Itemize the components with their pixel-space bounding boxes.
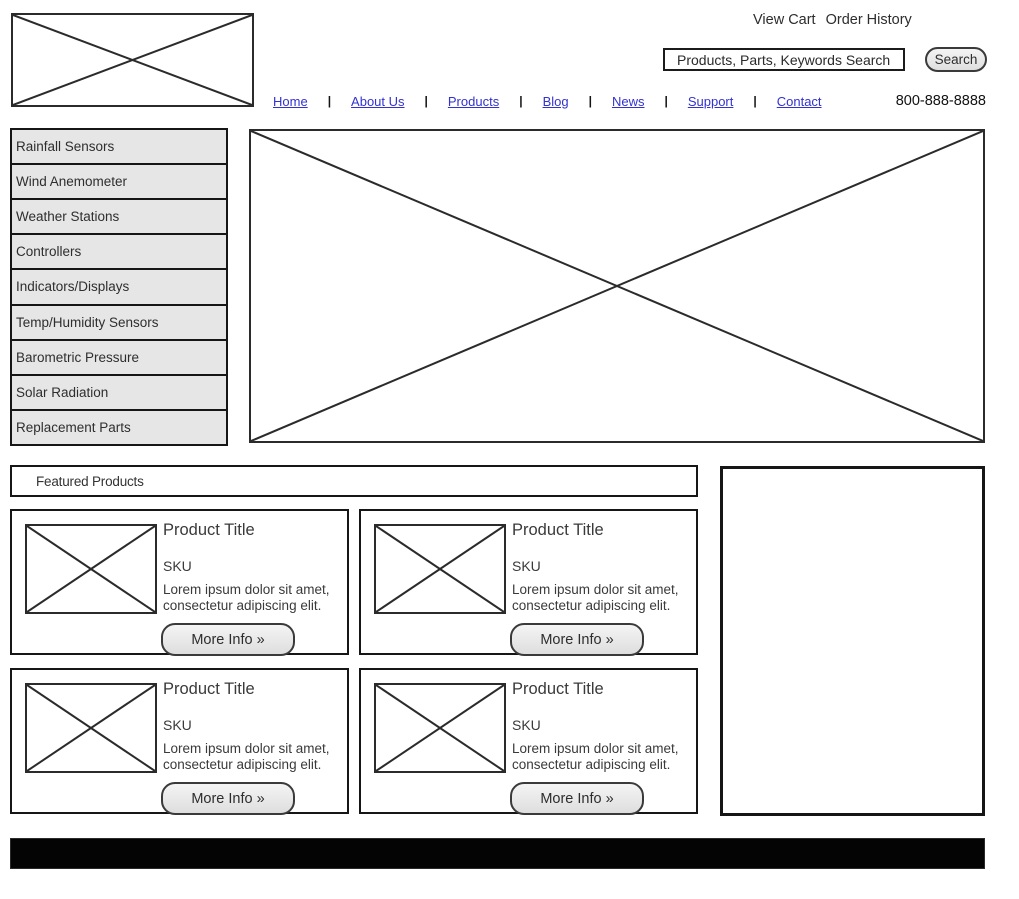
product-card: Product Title SKU Lorem ipsum dolor sit …	[359, 509, 698, 656]
promo-box	[720, 466, 985, 816]
product-sku: SKU	[512, 717, 541, 733]
main-nav: Home | About Us | Products | Blog | News…	[273, 92, 822, 110]
more-info-button[interactable]: More Info »	[161, 623, 295, 656]
product-title: Product Title	[512, 521, 604, 539]
sidebar-item-temp-humidity-sensors[interactable]: Temp/Humidity Sensors	[12, 305, 226, 341]
product-image-placeholder	[25, 683, 157, 773]
nav-link-about-us[interactable]: About Us	[351, 93, 405, 109]
category-sidebar: Rainfall Sensors Wind Anemometer Weather…	[10, 128, 228, 446]
nav-link-support[interactable]: Support	[687, 93, 734, 109]
hero-image-placeholder	[249, 129, 985, 443]
product-card: Product Title SKU Lorem ipsum dolor sit …	[359, 668, 698, 815]
order-history-link[interactable]: Order History	[825, 12, 912, 28]
product-description: Lorem ipsum dolor sit amet, consectetur …	[512, 741, 679, 772]
sidebar-item-wind-anemometer[interactable]: Wind Anemometer	[12, 165, 226, 201]
product-image-placeholder	[374, 524, 506, 614]
cart-links: View Cart Order History	[753, 12, 913, 30]
sidebar-item-solar-radiation[interactable]: Solar Radiation	[12, 375, 226, 411]
product-card: Product Title SKU Lorem ipsum dolor sit …	[10, 668, 349, 815]
product-description: Lorem ipsum dolor sit amet, consectetur …	[163, 582, 330, 613]
product-image-placeholder	[374, 683, 506, 773]
nav-link-contact[interactable]: Contact	[776, 93, 822, 109]
product-sku: SKU	[163, 717, 192, 733]
nav-link-news[interactable]: News	[611, 93, 645, 109]
nav-separator: |	[424, 94, 428, 108]
nav-separator: |	[664, 94, 668, 108]
nav-separator: |	[519, 94, 523, 108]
footer-bar	[10, 838, 985, 869]
nav-link-home[interactable]: Home	[273, 93, 308, 109]
product-image-placeholder	[25, 524, 157, 614]
search-button[interactable]: Search	[925, 47, 987, 72]
sidebar-item-replacement-parts[interactable]: Replacement Parts	[12, 410, 226, 444]
product-sku: SKU	[163, 558, 192, 574]
product-card: Product Title SKU Lorem ipsum dolor sit …	[10, 509, 349, 656]
view-cart-link[interactable]: View Cart	[753, 12, 816, 28]
sidebar-item-indicators-displays[interactable]: Indicators/Displays	[12, 270, 226, 306]
nav-separator: |	[588, 94, 592, 108]
more-info-button[interactable]: More Info »	[161, 782, 295, 815]
search-input[interactable]	[663, 48, 905, 71]
nav-separator: |	[327, 94, 332, 108]
sidebar-item-rainfall-sensors[interactable]: Rainfall Sensors	[12, 130, 226, 166]
product-title: Product Title	[512, 680, 604, 698]
product-sku: SKU	[512, 558, 541, 574]
sidebar-item-controllers[interactable]: Controllers	[12, 235, 226, 271]
nav-link-products[interactable]: Products	[447, 93, 500, 109]
product-description: Lorem ipsum dolor sit amet, consectetur …	[163, 741, 330, 772]
product-title: Product Title	[163, 521, 255, 539]
logo-placeholder	[11, 13, 254, 107]
nav-link-blog[interactable]: Blog	[542, 93, 569, 109]
nav-separator: |	[753, 94, 757, 108]
sidebar-item-weather-stations[interactable]: Weather Stations	[12, 200, 226, 236]
more-info-button[interactable]: More Info »	[510, 623, 644, 656]
product-description: Lorem ipsum dolor sit amet, consectetur …	[512, 582, 679, 613]
more-info-button[interactable]: More Info »	[510, 782, 644, 815]
phone-number: 800-888-8888	[895, 93, 986, 109]
featured-products-header: Featured Products	[10, 465, 698, 497]
product-title: Product Title	[163, 680, 255, 698]
sidebar-item-barometric-pressure[interactable]: Barometric Pressure	[12, 340, 226, 376]
